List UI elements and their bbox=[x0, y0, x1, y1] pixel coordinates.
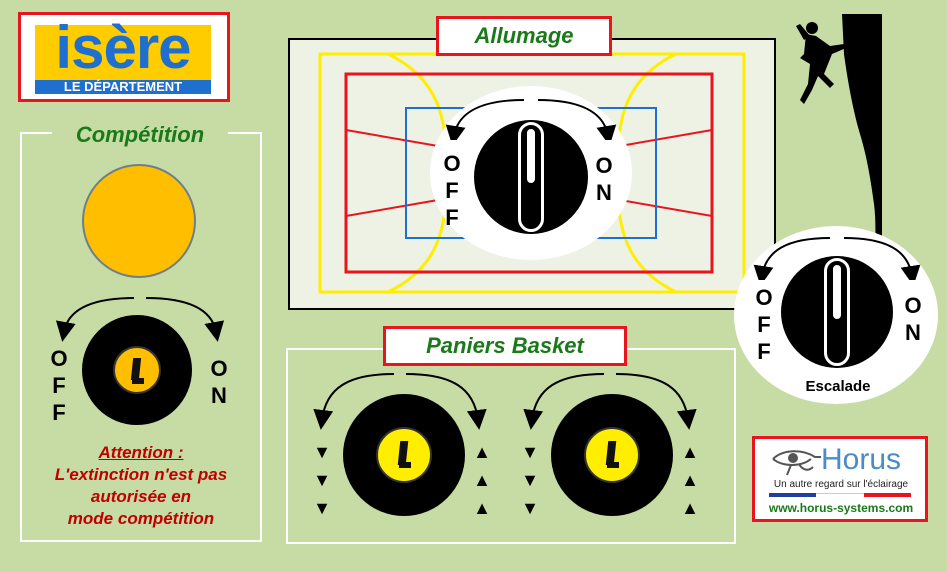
eye-of-horus-icon bbox=[772, 450, 821, 476]
allumage-title: Allumage bbox=[474, 23, 574, 48]
escalade-label: Escalade bbox=[805, 378, 871, 395]
basket-title: Paniers Basket bbox=[426, 333, 584, 358]
warning-line-1: L'extinction n'est pas bbox=[54, 465, 228, 484]
competition-arrows-icon bbox=[55, 297, 225, 342]
warning-line-3: mode compétition bbox=[67, 509, 215, 528]
basket-left-key-switch[interactable] bbox=[343, 394, 465, 516]
basket-right-up-arrows: ▲▲▲ bbox=[681, 442, 699, 518]
competition-warning: Attention : L'extinction n'est pas autor… bbox=[30, 442, 252, 530]
competition-panel bbox=[20, 132, 262, 542]
climber-wall-icon bbox=[796, 14, 882, 314]
competition-indicator bbox=[82, 164, 196, 278]
isere-logo: isère LE DÉPARTEMENT bbox=[18, 12, 230, 102]
competition-key-switch[interactable] bbox=[82, 315, 192, 425]
basket-left-up-arrows: ▲▲▲ bbox=[473, 442, 491, 518]
horus-url[interactable]: www.horus-systems.com bbox=[768, 501, 914, 515]
allumage-rotary-switch[interactable] bbox=[474, 120, 588, 234]
escalade-arrows-icon bbox=[753, 237, 921, 280]
basket-right-arrows-icon bbox=[523, 373, 697, 430]
basket-left-down-arrows: ▼▼▼ bbox=[313, 442, 331, 518]
tricolor-stripe bbox=[769, 493, 911, 497]
allumage-arrows-icon bbox=[445, 99, 617, 140]
key-slot bbox=[376, 427, 432, 483]
key-slot bbox=[113, 346, 161, 394]
allumage-title-box bbox=[436, 16, 612, 56]
basket-left-arrows-icon bbox=[313, 373, 487, 430]
basket-right-down-arrows: ▼▼▼ bbox=[521, 442, 539, 518]
basket-right-key-switch[interactable] bbox=[551, 394, 673, 516]
escalade-rotary-switch[interactable] bbox=[781, 256, 893, 368]
isere-brand: isère bbox=[55, 14, 191, 81]
warning-title: Attention : bbox=[98, 443, 184, 462]
rotary-handle bbox=[824, 258, 850, 366]
horus-brand: Horus bbox=[821, 443, 902, 476]
key-slot bbox=[584, 427, 640, 483]
competition-title: Compétition bbox=[75, 122, 205, 147]
horus-logo: Horus Un autre regard sur l'éclairage ww… bbox=[752, 436, 928, 522]
horus-tagline: Un autre regard sur l'éclairage bbox=[773, 479, 909, 490]
warning-line-2: autorisée en bbox=[90, 487, 192, 506]
isere-subtitle: LE DÉPARTEMENT bbox=[35, 80, 211, 94]
basket-title-box bbox=[383, 326, 627, 366]
rotary-handle bbox=[518, 122, 544, 232]
